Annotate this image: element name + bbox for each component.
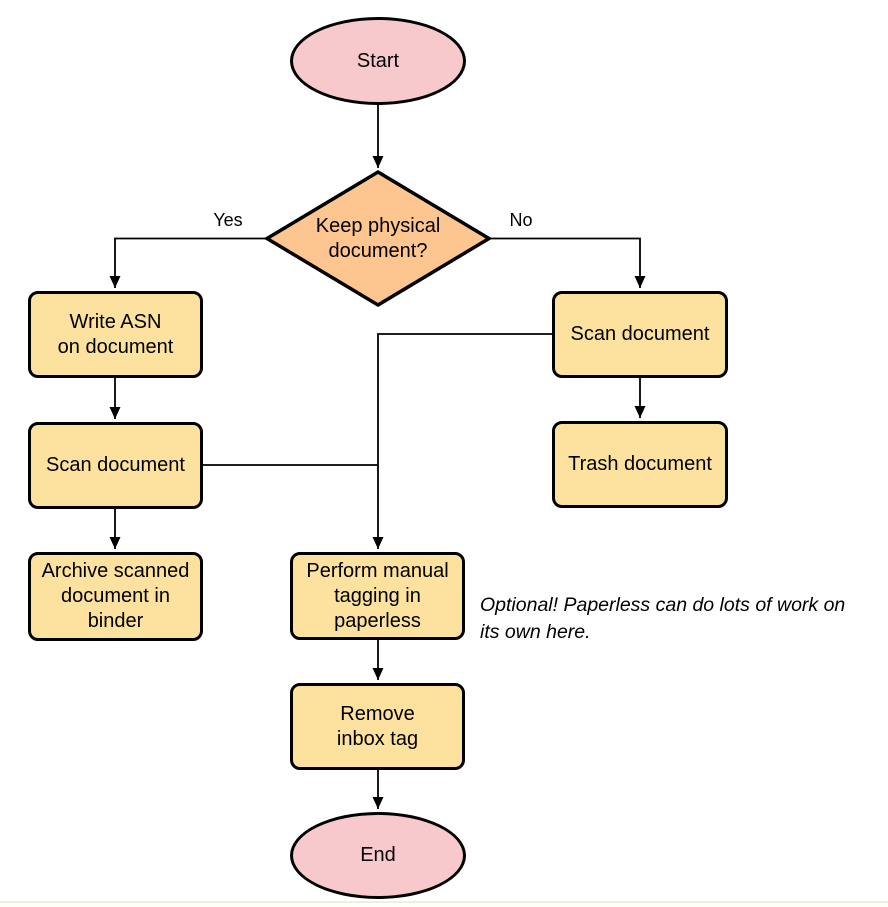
node-scan-document-right-label: Scan document [570, 323, 710, 345]
node-archive-binder: Archive scanned document in binder [28, 552, 203, 641]
node-scan-document-right: Scan document [552, 291, 728, 378]
edge-label-yes: Yes [213, 210, 243, 230]
node-remove-inbox-tag: Remove inbox tag [290, 683, 465, 770]
node-end: End [290, 812, 466, 899]
node-manual-tagging: Perform manual tagging in paperless [290, 552, 465, 640]
node-scan-document-left: Scan document [28, 422, 203, 509]
node-manual-tagging-label: Perform manual tagging in paperless [306, 559, 449, 632]
node-start: Start [290, 17, 466, 105]
annotation-text: Optional! Paperless can do lots of work … [480, 594, 846, 643]
node-end-label: End [360, 844, 396, 866]
node-start-label: Start [356, 49, 400, 72]
edge-label-no: No [509, 210, 533, 230]
decision-diamond-shape [263, 169, 493, 308]
node-scan-document-left-label: Scan document [46, 454, 185, 476]
node-archive-binder-label: Archive scanned document in binder [41, 560, 190, 632]
node-write-asn-label: Write ASN on document [57, 310, 174, 358]
bottom-border-line [0, 901, 888, 903]
node-write-asn: Write ASN on document [28, 291, 203, 378]
node-trash-document: Trash document [552, 421, 728, 508]
edge-no-branch [490, 237, 646, 288]
edge-scanright-to-tagging [372, 333, 552, 549]
node-remove-inbox-tag-label: Remove inbox tag [336, 702, 419, 750]
node-decision: Keep physical document? [267, 172, 489, 305]
node-decision-label: Keep physical document? [315, 214, 441, 262]
edge-yes-branch [109, 237, 266, 288]
node-trash-document-label: Trash document [568, 453, 712, 475]
